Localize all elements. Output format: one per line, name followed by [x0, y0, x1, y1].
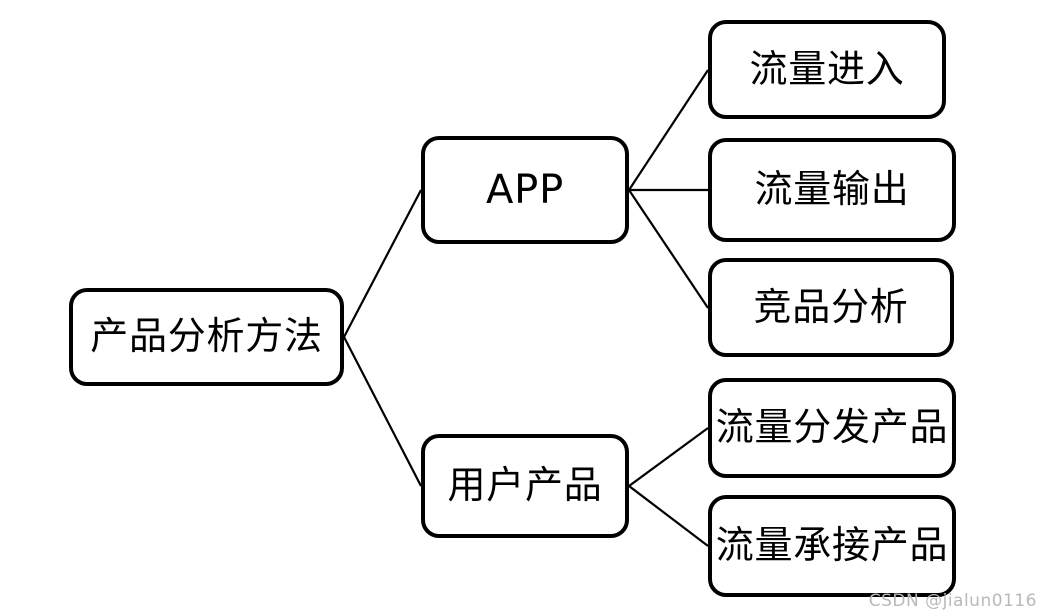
edge-root-to-app	[343, 189, 422, 338]
node-traffic-out[interactable]: 流量输出	[708, 138, 956, 242]
node-traffic-landing-product-label: 流量承接产品	[715, 523, 949, 568]
node-user-product-label: 用户产品	[447, 463, 603, 508]
watermark: CSDN @jialun0116	[868, 591, 1037, 611]
node-traffic-out-label: 流量输出	[754, 167, 910, 212]
node-root-label: 产品分析方法	[90, 314, 323, 359]
node-traffic-distribution-product[interactable]: 流量分发产品	[708, 378, 956, 478]
node-root[interactable]: 产品分析方法	[69, 288, 344, 386]
edge-app-to-traffic-in	[628, 69, 709, 191]
edge-root-to-user-product	[343, 336, 422, 487]
edge-user-product-to-distribution	[628, 427, 709, 487]
node-competitor-analysis[interactable]: 竞品分析	[708, 258, 954, 357]
node-competitor-analysis-label: 竞品分析	[753, 284, 909, 329]
node-traffic-in-label: 流量进入	[749, 46, 905, 91]
node-traffic-distribution-product-label: 流量分发产品	[715, 405, 949, 450]
node-traffic-in[interactable]: 流量进入	[708, 20, 946, 119]
edge-user-product-to-landing	[628, 485, 709, 547]
node-app-label: APP	[485, 167, 564, 213]
node-user-product[interactable]: 用户产品	[421, 434, 629, 538]
edge-app-to-competitor	[628, 189, 709, 309]
node-traffic-landing-product[interactable]: 流量承接产品	[708, 495, 956, 597]
node-app[interactable]: APP	[421, 136, 629, 244]
